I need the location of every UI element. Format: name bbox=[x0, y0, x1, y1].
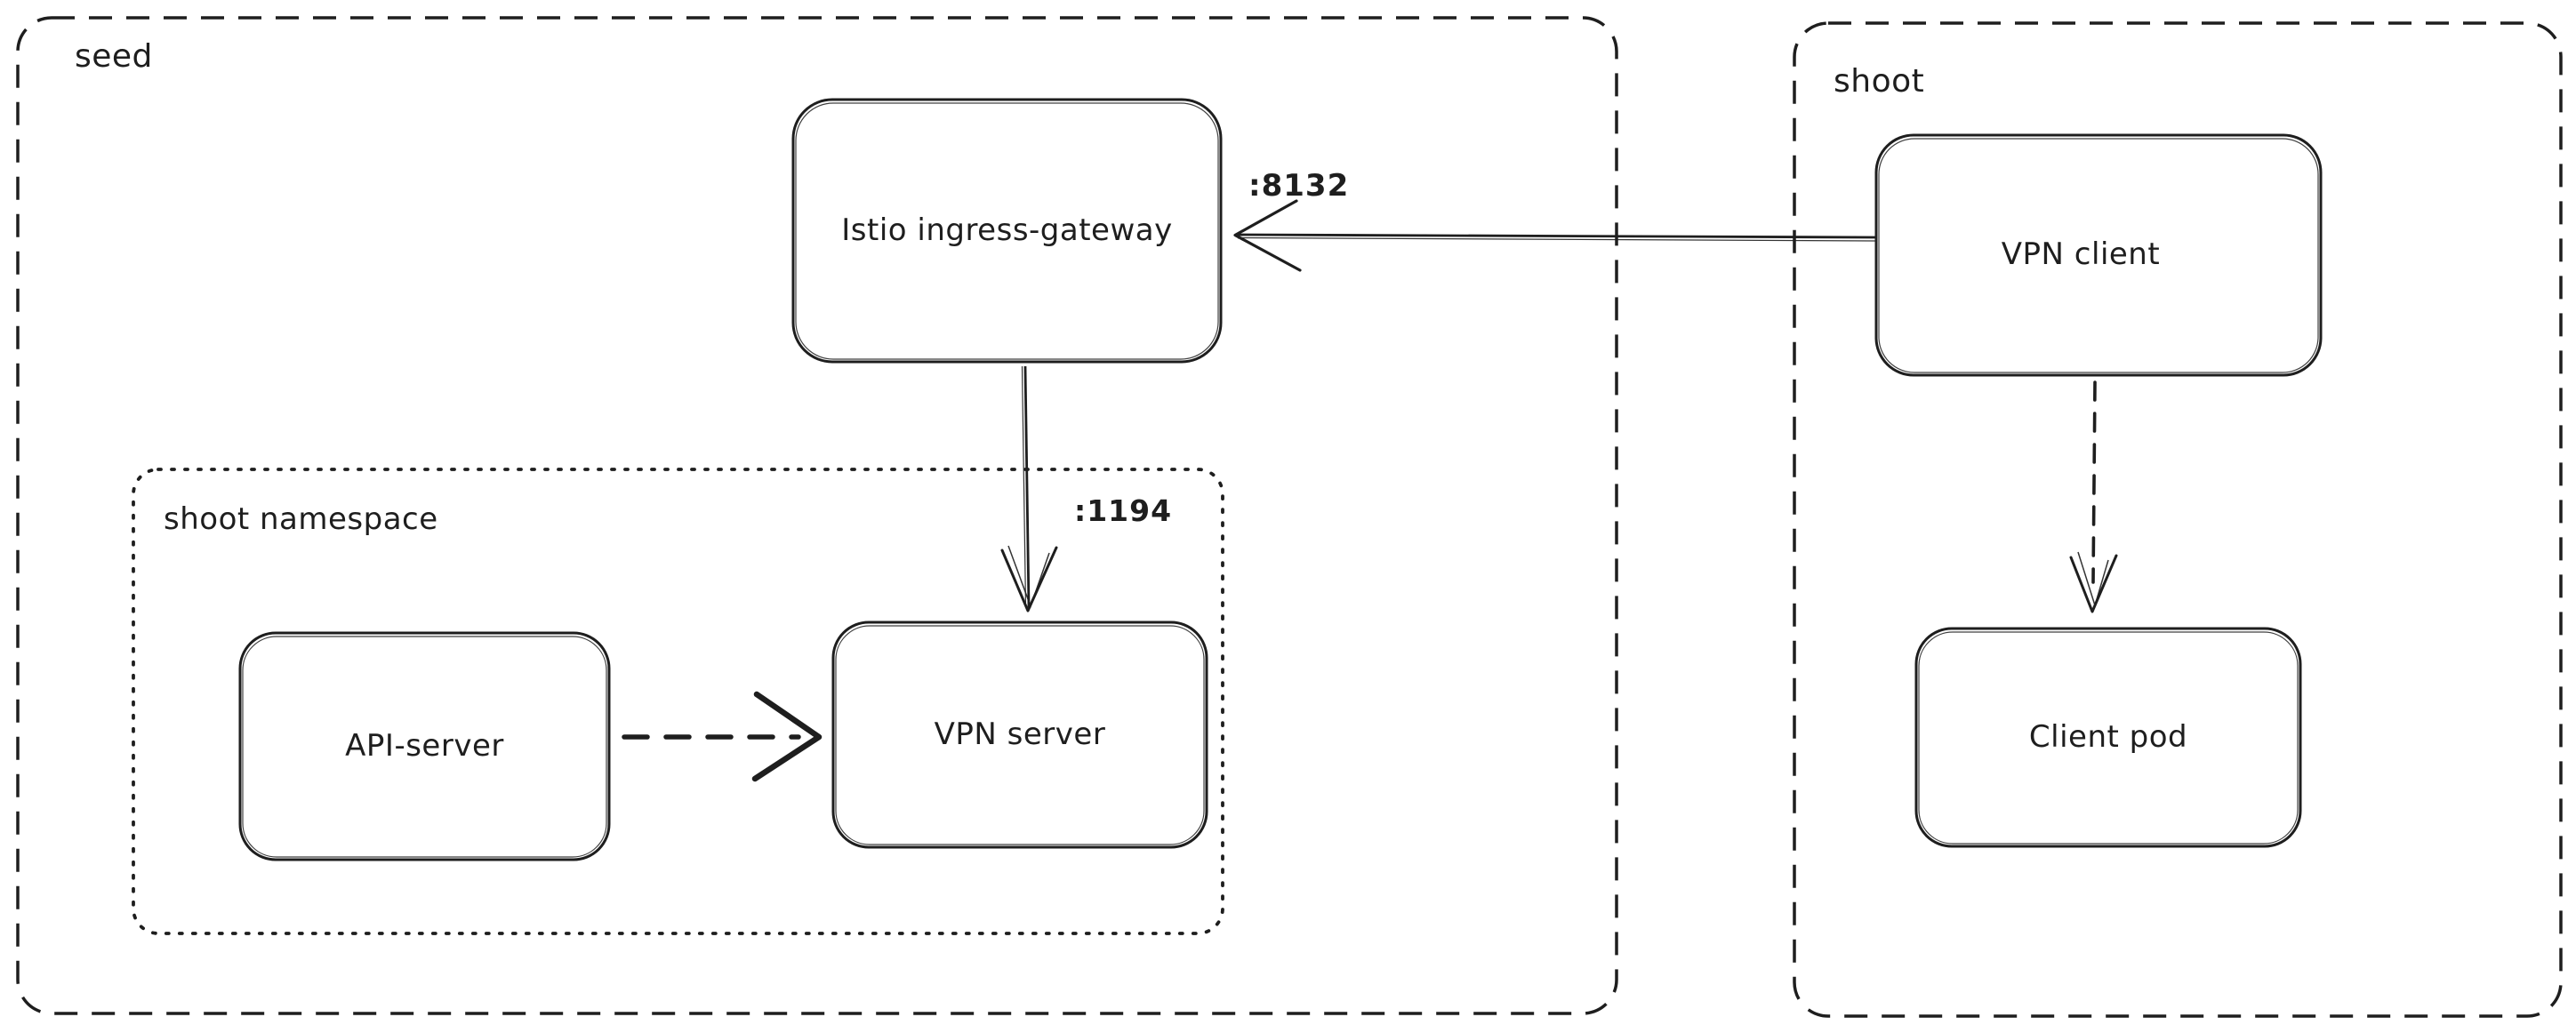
arrow-vpn-client-to-istio bbox=[1233, 199, 1877, 272]
port-8132-edge-label: :8132 bbox=[1248, 168, 1350, 204]
vpn-client-label: VPN client bbox=[2001, 236, 2161, 273]
arrow-istio-to-vpn-server bbox=[1000, 365, 1058, 613]
istio-ingress-gateway-node-sketch-echo bbox=[795, 102, 1219, 360]
arrow-vpn-client-to-client-pod bbox=[2069, 380, 2118, 613]
vpn-server-node bbox=[831, 621, 1208, 849]
shoot-container-label: shoot bbox=[1834, 63, 1925, 100]
api-server-node bbox=[238, 631, 611, 861]
arrow-api-server-to-vpn-server bbox=[622, 691, 823, 782]
istio-ingress-gateway-node bbox=[791, 98, 1223, 364]
vpn-client-node-sketch-echo bbox=[1878, 138, 2319, 373]
client-pod-node bbox=[1914, 627, 2302, 848]
istio-ingress-gateway-label: Istio ingress-gateway bbox=[841, 212, 1173, 248]
api-server-node-sketch-echo bbox=[242, 636, 607, 858]
shoot-namespace-container-label: shoot namespace bbox=[164, 501, 438, 537]
api-server-label: API-server bbox=[345, 727, 504, 764]
arrowhead-down-icon bbox=[1000, 546, 1058, 613]
shoot-namespace-container-outline bbox=[132, 468, 1224, 935]
vpn-server-node-sketch-echo bbox=[835, 625, 1205, 845]
port-1194-edge-label: :1194 bbox=[1074, 493, 1173, 528]
seed-container-outline bbox=[16, 16, 1618, 1015]
vpn-client-node bbox=[1874, 133, 2323, 377]
client-pod-node-sketch-echo bbox=[1918, 631, 2299, 845]
shoot-container-outline bbox=[1793, 21, 2563, 1018]
vpn-server-label: VPN server bbox=[934, 716, 1106, 752]
arrowhead-right-icon bbox=[751, 691, 823, 782]
arrowhead-down-icon bbox=[2069, 554, 2118, 613]
arrowhead-left-icon bbox=[1233, 199, 1302, 272]
client-pod-label: Client pod bbox=[2028, 718, 2188, 755]
seed-container-label: seed bbox=[75, 38, 153, 75]
